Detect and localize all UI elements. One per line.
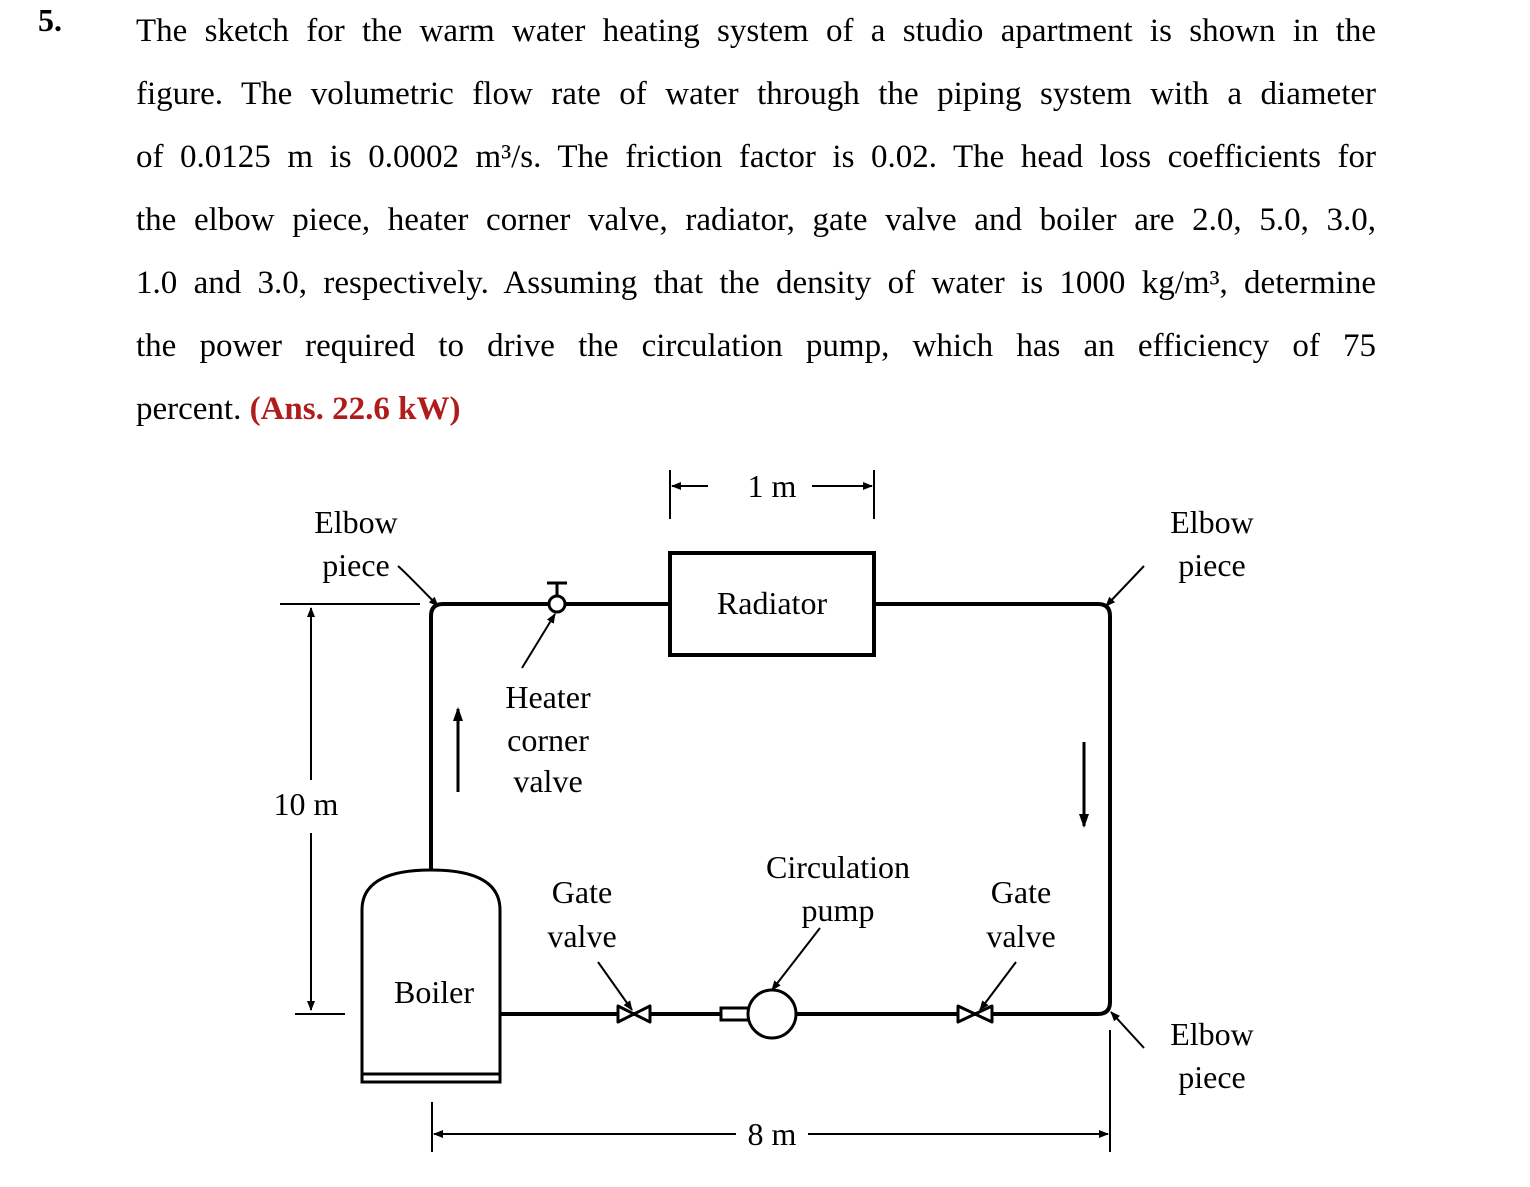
- heater-valve-label-2: corner: [507, 722, 589, 758]
- boiler-label: Boiler: [394, 974, 474, 1010]
- problem-line-1: The sketch for the warm water heating sy…: [136, 13, 1376, 49]
- radiator: Radiator: [668, 551, 876, 657]
- pump-label-2: pump: [802, 892, 875, 928]
- problem-line-6: the power required to drive the circulat…: [136, 328, 1376, 364]
- problem-line-5: 1.0 and 3.0, respectively. Assuming that…: [136, 265, 1376, 301]
- dimension-bottom-label: 8 m: [748, 1116, 797, 1152]
- problem-line-4: the elbow piece, heater corner valve, ra…: [136, 202, 1376, 238]
- gate-valve-left-label-1: Gate: [552, 874, 612, 910]
- heater-corner-valve: [521, 581, 567, 669]
- problem-line-2: figure. The volumetric flow rate of wate…: [136, 76, 1376, 112]
- boiler: Boiler: [360, 868, 502, 1084]
- dimension-left: 10 m: [274, 603, 420, 1015]
- gate-valve-right-label-1: Gate: [991, 874, 1051, 910]
- gate-valve-right-label-2: valve: [986, 918, 1055, 954]
- circulation-pump: [719, 927, 821, 1040]
- problem-line-7-prefix: percent.: [136, 391, 242, 427]
- elbow-bottom-right-label-2: piece: [1178, 1059, 1246, 1095]
- radiator-label: Radiator: [717, 585, 828, 621]
- elbow-top-right-pointer: [1105, 565, 1145, 607]
- gate-valve-left: [597, 961, 652, 1024]
- dimension-top-label: 1 m: [748, 468, 797, 504]
- dimension-top: 1 m: [669, 468, 875, 519]
- dimension-bottom: 8 m: [431, 1030, 1111, 1152]
- problem-statement: The sketch for the warm water heating sy…: [136, 0, 1376, 441]
- elbow-top-right-label-2: piece: [1178, 547, 1246, 583]
- dimension-left-label: 10 m: [274, 786, 339, 822]
- problem-number: 5.: [38, 2, 62, 38]
- gate-valve-right: [956, 961, 1017, 1024]
- elbow-top-left-pointer: [397, 565, 439, 607]
- elbow-top-left-label-2: piece: [322, 547, 390, 583]
- pipe-loop: [429, 602, 1112, 1016]
- elbow-bottom-right-label-1: Elbow: [1170, 1016, 1254, 1052]
- elbow-top-left-label-1: Elbow: [314, 504, 398, 540]
- heater-valve-label-3: valve: [513, 763, 582, 799]
- gate-valve-left-label-2: valve: [547, 918, 616, 954]
- answer-text: (Ans. 22.6 kW): [249, 391, 461, 427]
- elbow-bottom-right-pointer: [1110, 1011, 1145, 1049]
- elbow-top-right-label-1: Elbow: [1170, 504, 1254, 540]
- pump-label-1: Circulation: [766, 849, 910, 885]
- heater-valve-label-1: Heater: [505, 679, 591, 715]
- problem-line-7: percent. (Ans. 22.6 kW): [136, 378, 1376, 441]
- problem-line-3: of 0.0125 m is 0.0002 m³/s. The friction…: [136, 139, 1376, 175]
